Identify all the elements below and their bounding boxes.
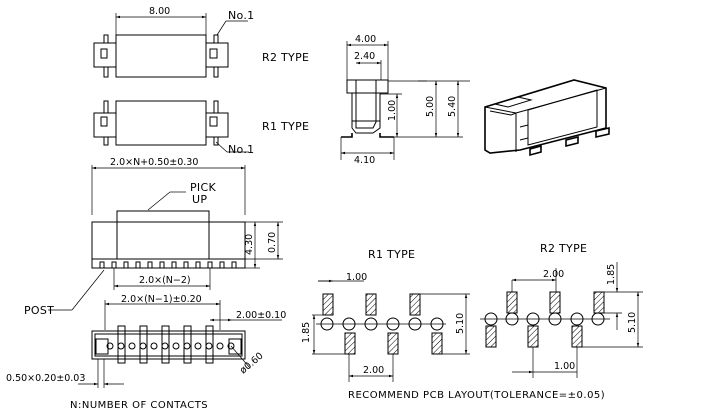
footnote: N:NUMBER OF CONTACTS (70, 400, 208, 411)
overall-width-label: 2.0×N+0.50±0.30 (110, 157, 198, 168)
top-view-r1: No.1 R1 TYPE (93, 100, 309, 156)
pcb-layout-r1: R1 TYPE 1.00 1.85 5.10 2.00 (301, 248, 470, 382)
r1-type-label: R1 TYPE (262, 120, 309, 133)
dim-5-40: 5.40 (447, 96, 458, 117)
r2-dim-2-00: 2.00 (543, 269, 564, 280)
r1-pcb-title: R1 TYPE (368, 248, 415, 261)
pin-width-label: 0.50×0.20±0.03 (6, 373, 85, 384)
front-view: 2.0×N+0.50±0.30 PICK UP 4.30 0.70 (24, 157, 283, 317)
pcb-layout-caption: RECOMMEND PCB LAYOUT(TOLERANCE=±0.05) (348, 390, 605, 401)
pick-up-line2: UP (192, 193, 207, 206)
pin1-label-top: No.1 (228, 9, 254, 22)
pick-up-line1: PICK (190, 181, 216, 194)
r1-dim-2-00: 2.00 (363, 365, 384, 376)
r2-dim-1-85: 1.85 (606, 264, 617, 285)
r1-dim-1-85: 1.85 (301, 322, 312, 343)
dim-5-00: 5.00 (425, 96, 436, 117)
r1-dim-5-10: 5.10 (455, 313, 466, 334)
top-view-r2: 8.00 No.1 R2 TYPE (93, 6, 309, 78)
pitch-n-minus-1-label: 2.0×(N−1)±0.20 (121, 294, 202, 305)
pin1-label-bottom: No.1 (228, 143, 254, 156)
width-dim-label: 8.00 (149, 6, 170, 17)
dim-2-40: 2.40 (354, 51, 375, 62)
r2-type-label: R2 TYPE (262, 51, 309, 64)
dim-4-00: 4.00 (355, 34, 376, 45)
dim-4-30: 4.30 (244, 234, 255, 255)
post-label: POST (24, 304, 54, 317)
r2-dim-5-10: 5.10 (627, 312, 638, 333)
pitch-n-minus-2-label: 2.0×(N−2) (139, 275, 191, 286)
r2-dim-1-00: 1.00 (554, 361, 575, 372)
dim-0-70: 0.70 (267, 232, 278, 253)
bottom-contacts (106, 325, 235, 364)
r2-pcb-title: R2 TYPE (540, 242, 587, 255)
side-view: 4.00 2.40 1.00 5.00 5.40 4.10 (340, 34, 470, 166)
isometric-view (484, 79, 610, 157)
dim-1-00: 1.00 (387, 100, 398, 121)
dim-4-10: 4.10 (354, 155, 375, 166)
pcb-layout-r2: R2 TYPE 2.00 1.85 5.10 1.00 (480, 242, 643, 378)
r1-dim-1-00: 1.00 (346, 272, 367, 283)
front-pins (99, 261, 237, 269)
pitch-dim-label: 2.00±0.10 (236, 310, 286, 321)
